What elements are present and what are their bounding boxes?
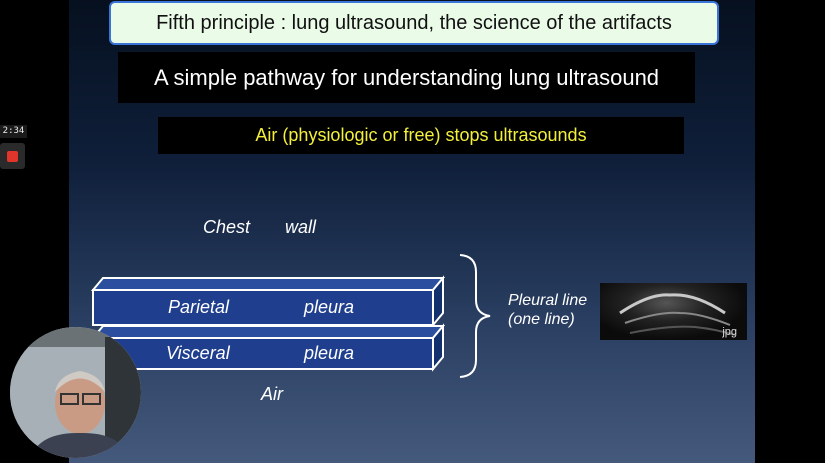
- presenter-video: [10, 327, 141, 458]
- record-icon: [7, 151, 18, 162]
- parietal-slab-front: [92, 289, 434, 326]
- parietal-label: Parietal: [168, 297, 230, 317]
- call-timer: 2:34: [0, 125, 27, 138]
- visceral-slab-front: [92, 337, 434, 370]
- air-statement-text: Air (physiologic or free) stops ultrasou…: [255, 125, 587, 145]
- image-tag: jpg: [722, 326, 737, 338]
- visceral-label: Visceral: [166, 343, 230, 363]
- slide-subtitle-text: A simple pathway for understanding lung …: [153, 64, 660, 90]
- pleural-line-label: Pleural line: [508, 292, 588, 309]
- parietal-pleura-label: pleura: [304, 297, 355, 317]
- wall-label: wall: [285, 217, 317, 237]
- air-label: Air: [261, 384, 283, 404]
- slide-title-text: Fifth principle : lung ultrasound, the s…: [156, 11, 672, 34]
- ultrasound-image: jpg: [600, 283, 747, 340]
- visceral-pleura-label: pleura: [304, 343, 355, 363]
- chest-label: Chest: [203, 217, 251, 237]
- parietal-slab-top: [90, 277, 446, 291]
- webcam-thumbnail[interactable]: [10, 327, 141, 458]
- brace: [459, 254, 491, 378]
- slide-subtitle: A simple pathway for understanding lung …: [118, 52, 695, 103]
- air-statement-box: Air (physiologic or free) stops ultrasou…: [158, 117, 684, 154]
- pleura-diagram: [90, 254, 491, 378]
- ultrasound-texture: [619, 293, 736, 336]
- record-button[interactable]: [0, 143, 25, 169]
- presentation-slide: Fifth principle : lung ultrasound, the s…: [69, 0, 755, 463]
- slide-title: Fifth principle : lung ultrasound, the s…: [109, 1, 719, 45]
- pleural-line-sub-label: (one line): [508, 311, 575, 328]
- visceral-slab-top: [90, 325, 446, 339]
